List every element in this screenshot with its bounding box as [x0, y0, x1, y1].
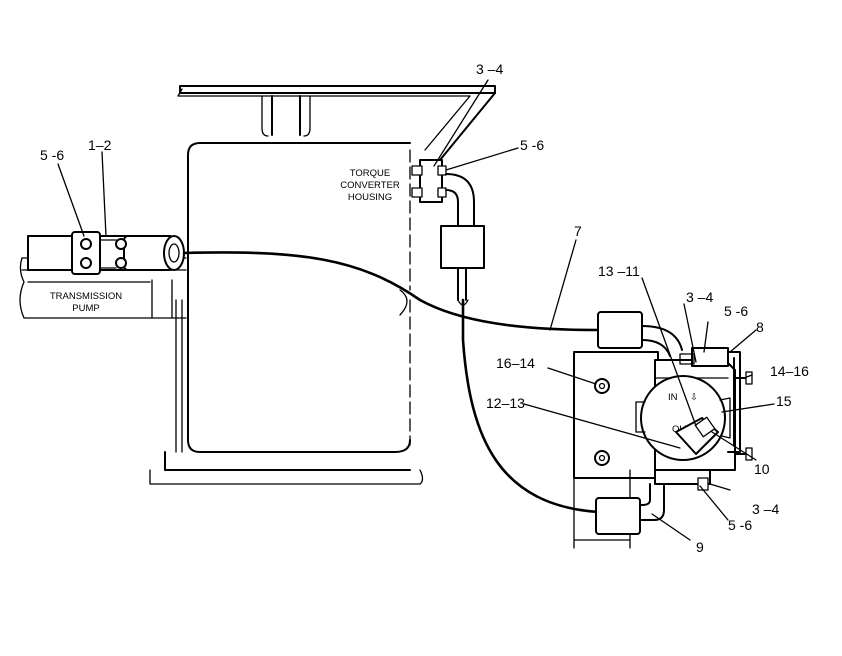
- callout-5-6-bottom: 5 -6: [728, 517, 752, 533]
- callout-3-4-bottom: 3 –4: [752, 501, 779, 517]
- callout-16-14: 16–14: [496, 355, 535, 371]
- housing-label-line-1: TORQUE: [350, 168, 390, 179]
- callout-10: 10: [754, 461, 770, 477]
- callout-5-6-right: 5 -6: [724, 303, 748, 319]
- svg-text:⇩: ⇩: [690, 392, 698, 403]
- leader-lines: [57, 79, 775, 541]
- transmission-pump-label: TRANSMISSION PUMP: [50, 291, 122, 314]
- housing-outline: [19, 85, 496, 485]
- callout-1-2: 1–2: [88, 137, 112, 153]
- callout-9: 9: [696, 539, 704, 555]
- callout-14-16: 14–16: [770, 363, 809, 379]
- callouts: 5 -6 1–2 3 –4 5 -6 7 13 –11 3 –4 5 -6 8 …: [40, 61, 809, 555]
- torque-converter-housing-label: TORQUE CONVERTER HOUSING: [340, 168, 400, 203]
- pump-label-line-2: PUMP: [72, 303, 99, 314]
- callout-7: 7: [574, 223, 582, 239]
- housing-flange-fitting: [411, 159, 485, 301]
- callout-15: 15: [776, 393, 792, 409]
- pump-fitting-assembly: [27, 231, 185, 275]
- callout-12-13: 12–13: [486, 395, 525, 411]
- callout-8: 8: [756, 319, 764, 335]
- callout-5-6-left: 5 -6: [40, 147, 64, 163]
- callout-3-4-right: 3 –4: [686, 289, 713, 305]
- callout-13-11: 13 –11: [598, 263, 640, 279]
- callout-3-4-top: 3 –4: [476, 61, 503, 77]
- callout-5-6-top: 5 -6: [520, 137, 544, 153]
- housing-label-line-3: HOUSING: [348, 192, 392, 203]
- housing-label-line-2: CONVERTER: [340, 180, 400, 191]
- valve-assembly: IN ⇩ OUT: [573, 311, 753, 549]
- svg-text:IN: IN: [668, 392, 678, 403]
- pump-label-line-1: TRANSMISSION: [50, 291, 122, 302]
- hose-lines: [182, 251, 600, 514]
